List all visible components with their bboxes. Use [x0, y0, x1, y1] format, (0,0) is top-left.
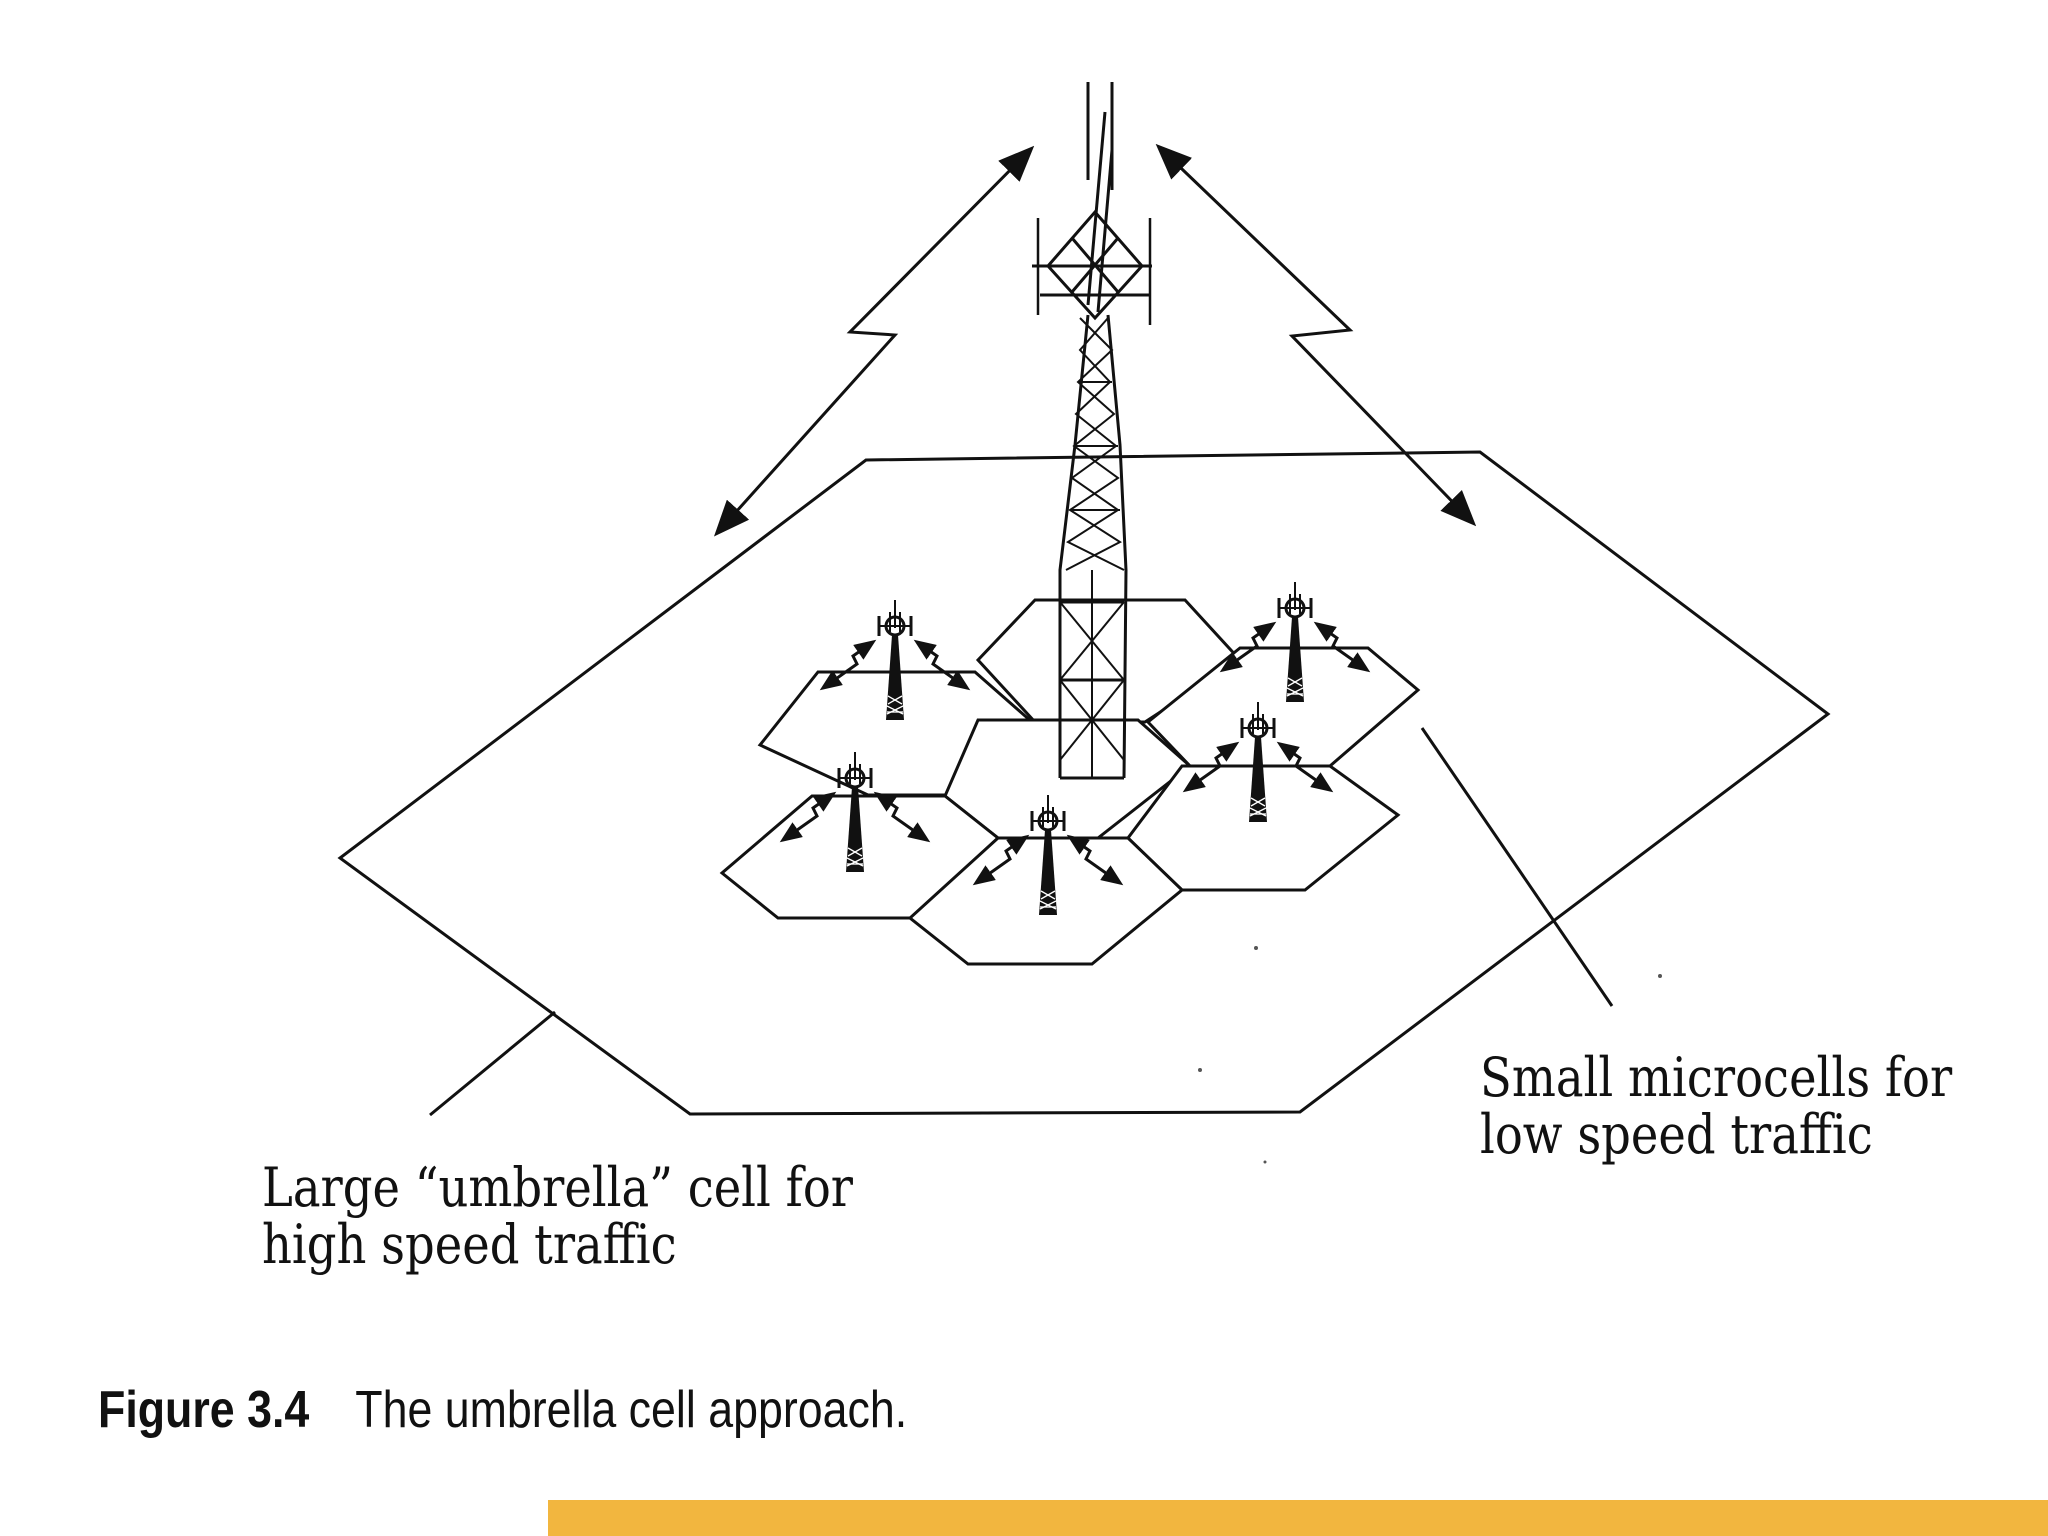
umbrella-cell-hexagon	[337, 450, 1831, 1116]
figure-caption: Figure 3.4 The umbrella cell approach.	[98, 1380, 907, 1440]
yellow-bar	[548, 1500, 2048, 1536]
figure-caption-text: The umbrella cell approach.	[355, 1381, 908, 1439]
macro-link-right	[1155, 143, 1477, 527]
macro-link-left	[713, 145, 1035, 537]
microcell-leader-line	[1420, 727, 1614, 1007]
scan-specks	[1198, 946, 1662, 1164]
microcell-cluster	[719, 598, 1421, 966]
figure-number: Figure 3.4	[98, 1381, 310, 1439]
umbrella-cell-label: Large “umbrella” cell for high speed tra…	[262, 1156, 854, 1276]
microcell-label: Small microcells for low speed traffic	[1480, 1046, 1953, 1166]
macro-tower	[1032, 82, 1152, 780]
umbrella-leader-line	[429, 1010, 556, 1117]
